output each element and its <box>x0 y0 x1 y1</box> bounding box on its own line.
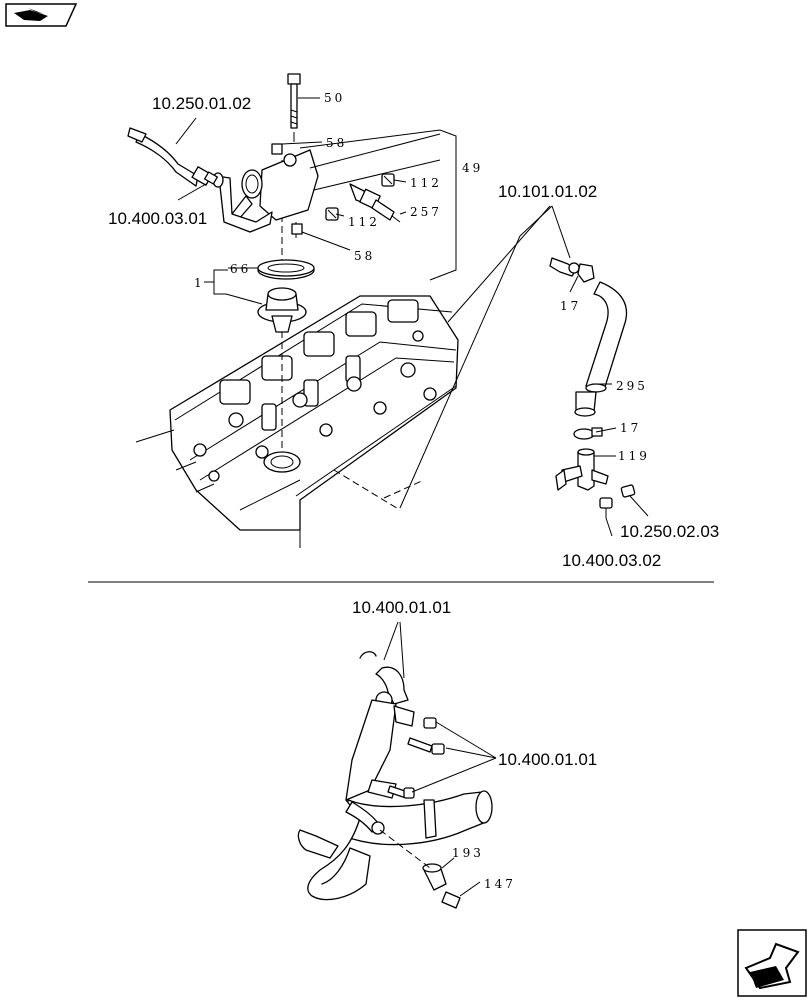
leader-lines-right <box>399 205 649 537</box>
part-num-49: 49 <box>462 161 483 175</box>
thermostat-1 <box>257 287 307 333</box>
plug-58-upper <box>271 143 283 155</box>
previous-page-icon[interactable] <box>5 3 78 27</box>
part-num-147: 147 <box>484 877 516 891</box>
sensor-257 <box>349 183 401 223</box>
ref-upper-right[interactable]: 10.101.01.02 <box>498 182 597 201</box>
hose-right-assembly <box>549 257 636 518</box>
ref-hose-top[interactable]: 10.250.01.02 <box>152 94 251 113</box>
thermostat-housing <box>212 149 319 233</box>
next-page-icon[interactable] <box>737 929 807 997</box>
thermostat-seat <box>263 451 301 473</box>
part-num-193: 193 <box>452 846 484 860</box>
ref-lower-right[interactable]: 10.400.01.01 <box>498 750 597 769</box>
part-num-50: 50 <box>324 91 345 105</box>
part-num-119: 119 <box>618 449 650 463</box>
plug-112-upper <box>381 173 395 187</box>
part-num-295: 295 <box>616 379 648 393</box>
part-num-66: 66 <box>230 262 251 276</box>
hose-upper-left <box>127 127 218 187</box>
part-num-17-upper: 17 <box>560 299 581 313</box>
part-num-58-lower: 58 <box>354 249 375 263</box>
part-num-58-upper: 58 <box>326 136 347 150</box>
ref-bottom-right-1[interactable]: 10.250.02.03 <box>620 522 719 541</box>
ref-bottom-right-2[interactable]: 10.400.03.02 <box>562 551 661 570</box>
plug-58-lower <box>291 223 303 235</box>
bolt-50 <box>287 73 301 129</box>
part-num-17-lower: 17 <box>620 421 641 435</box>
part-num-112-upper: 112 <box>410 176 442 190</box>
gasket-66 <box>257 259 315 280</box>
part-num-1: 1 <box>194 276 205 290</box>
water-pipe-assembly <box>297 651 493 909</box>
part-num-257: 257 <box>410 205 442 219</box>
leader-lines-lower <box>383 621 497 897</box>
port-holes <box>193 330 437 482</box>
ref-fitting-top[interactable]: 10.400.03.01 <box>108 209 207 228</box>
cylinder-head <box>135 295 459 548</box>
leader-lines-upper <box>175 97 457 305</box>
ref-lower-top[interactable]: 10.400.01.01 <box>352 598 451 617</box>
part-num-112-lower: 112 <box>348 215 380 229</box>
